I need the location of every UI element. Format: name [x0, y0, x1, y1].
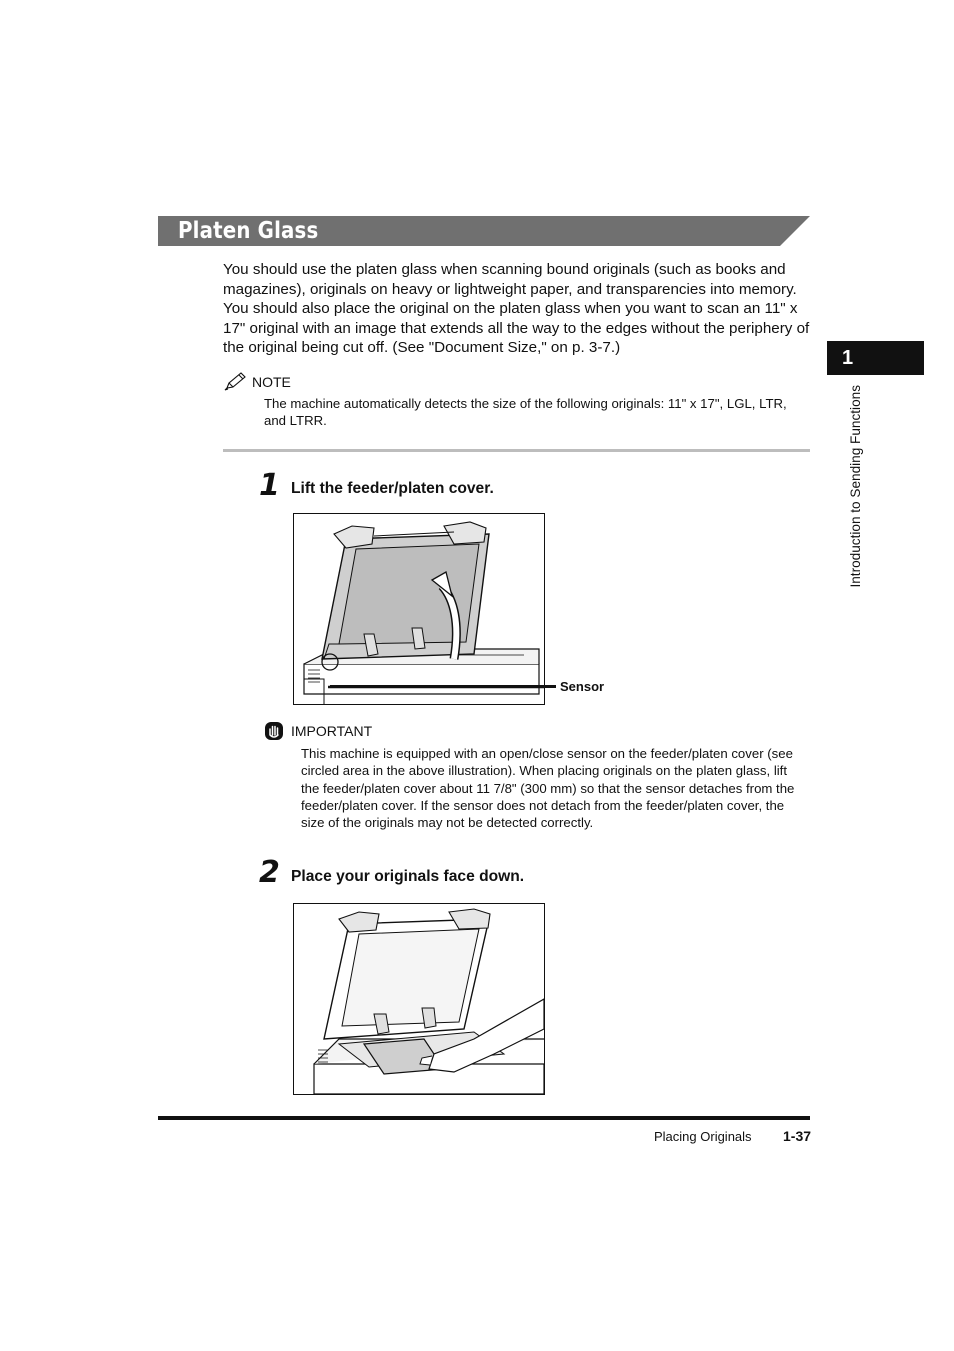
figure-lift-cover — [293, 513, 545, 705]
pencil-icon — [224, 371, 248, 391]
section-title: Platen Glass — [178, 218, 319, 244]
chapter-number: 1 — [842, 347, 854, 369]
intro-paragraph: You should use the platen glass when sca… — [223, 261, 810, 357]
note-label: NOTE — [252, 374, 291, 390]
step-1-title: Lift the feeder/platen cover. — [291, 480, 494, 497]
sensor-callout: Sensor — [560, 679, 605, 694]
chapter-tab — [827, 341, 924, 375]
step-2-number: 2 — [259, 855, 280, 890]
section-divider — [223, 449, 810, 452]
note-text: The machine automatically detects the si… — [264, 396, 787, 429]
step-2-title: Place your originals face down. — [291, 868, 525, 885]
chapter-title: Introduction to Sending Functions — [848, 385, 863, 588]
page-number: 1-37 — [783, 1128, 812, 1144]
figure-place-original — [293, 903, 545, 1095]
important-label: IMPORTANT — [291, 723, 373, 739]
hand-stop-icon — [264, 721, 284, 741]
step-1-number: 1 — [259, 468, 280, 503]
sensor-leader-line — [330, 685, 556, 688]
important-text: This machine is equipped with an open/cl… — [301, 746, 795, 831]
section-banner — [158, 216, 810, 246]
footer-rule — [158, 1116, 810, 1120]
footer-section-name: Placing Originals — [654, 1129, 752, 1144]
